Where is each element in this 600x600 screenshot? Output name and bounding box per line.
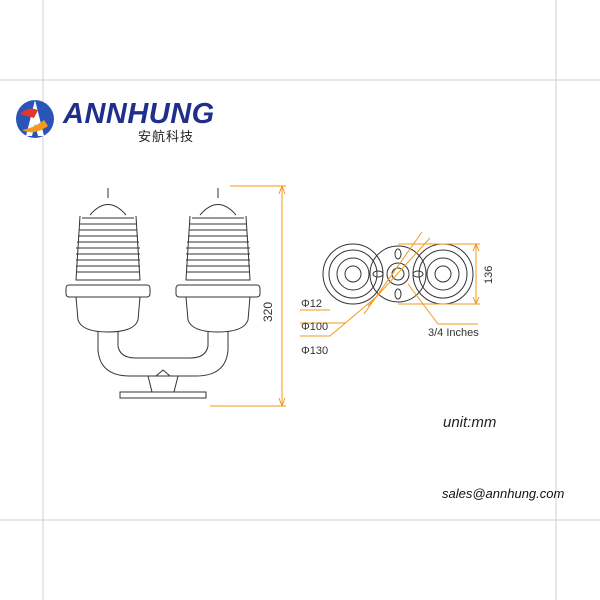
thread-label: 3/4 Inches (428, 327, 479, 339)
brand-chinese-name: 安航科技 (138, 130, 195, 145)
front-view-drawing: 320 (65, 184, 286, 408)
email-link[interactable]: sales@annhung.com (442, 486, 565, 501)
top-view-drawing: 136 Φ12 Φ100 Φ130 3/4 Inches (300, 231, 495, 357)
annhung-logo-icon (16, 100, 54, 138)
base-height-label: 136 (483, 266, 495, 284)
bolt-circle-label: Φ100 (301, 321, 328, 333)
total-height-label: 320 (261, 302, 275, 322)
unit-label: unit:mm (443, 414, 497, 431)
brand-name: ANNHUNG (63, 98, 215, 130)
hole-diameter-label: Φ12 (301, 298, 322, 310)
left-lamp-head (65, 188, 151, 333)
right-lamp-head (175, 188, 261, 333)
base-diameter-label: Φ130 (301, 345, 328, 357)
